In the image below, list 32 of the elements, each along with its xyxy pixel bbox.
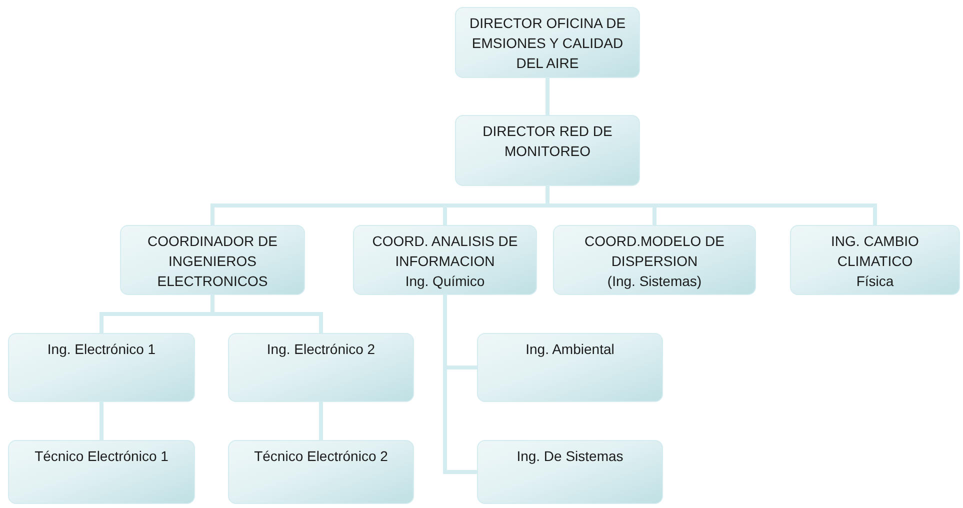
position-title: DIRECTOR OFICINA DE EMSIONES Y CALIDAD DEL AIRE [468,14,627,73]
position-title: ING. CAMBIO CLIMATICO [830,232,920,271]
position-title: Ing. Electrónico 2 [266,340,376,359]
position-box [8,440,195,504]
position-profession: Física [856,272,894,291]
position-title: Técnico Electrónico 2 [254,447,388,466]
connector-line [100,402,104,440]
position-box [8,333,195,402]
position-title: Técnico Electrónico 1 [34,447,168,466]
position-title: Ing. De Sistemas [516,447,624,466]
position-box [228,333,414,402]
position-title: COORD.MODELO DE DISPERSION [583,232,726,271]
position-box [477,333,663,402]
position-profession: Ing. Químico [405,272,485,291]
position-box [790,225,960,295]
position-title: COORD. ANALISIS DE INFORMACION [371,232,519,271]
connector-line [546,186,877,225]
position-box [353,225,537,295]
position-title: Ing. Electrónico 1 [47,340,156,359]
connector-line [443,295,477,474]
position-profession: (Ing. Sistemas) [607,272,702,291]
position-box [120,225,305,295]
connector-line [319,402,323,440]
position-title: DIRECTOR RED DE MONITOREO [482,122,614,161]
position-box [477,440,663,504]
position-title: COORDINADOR DE INGENIEROS ELECTRONICOS [146,232,278,291]
position-box [553,225,756,295]
position-box [455,115,640,186]
connector-line [546,78,550,115]
position-box [228,440,414,504]
position-title: Ing. Ambiental [526,340,614,359]
position-box [455,7,640,78]
